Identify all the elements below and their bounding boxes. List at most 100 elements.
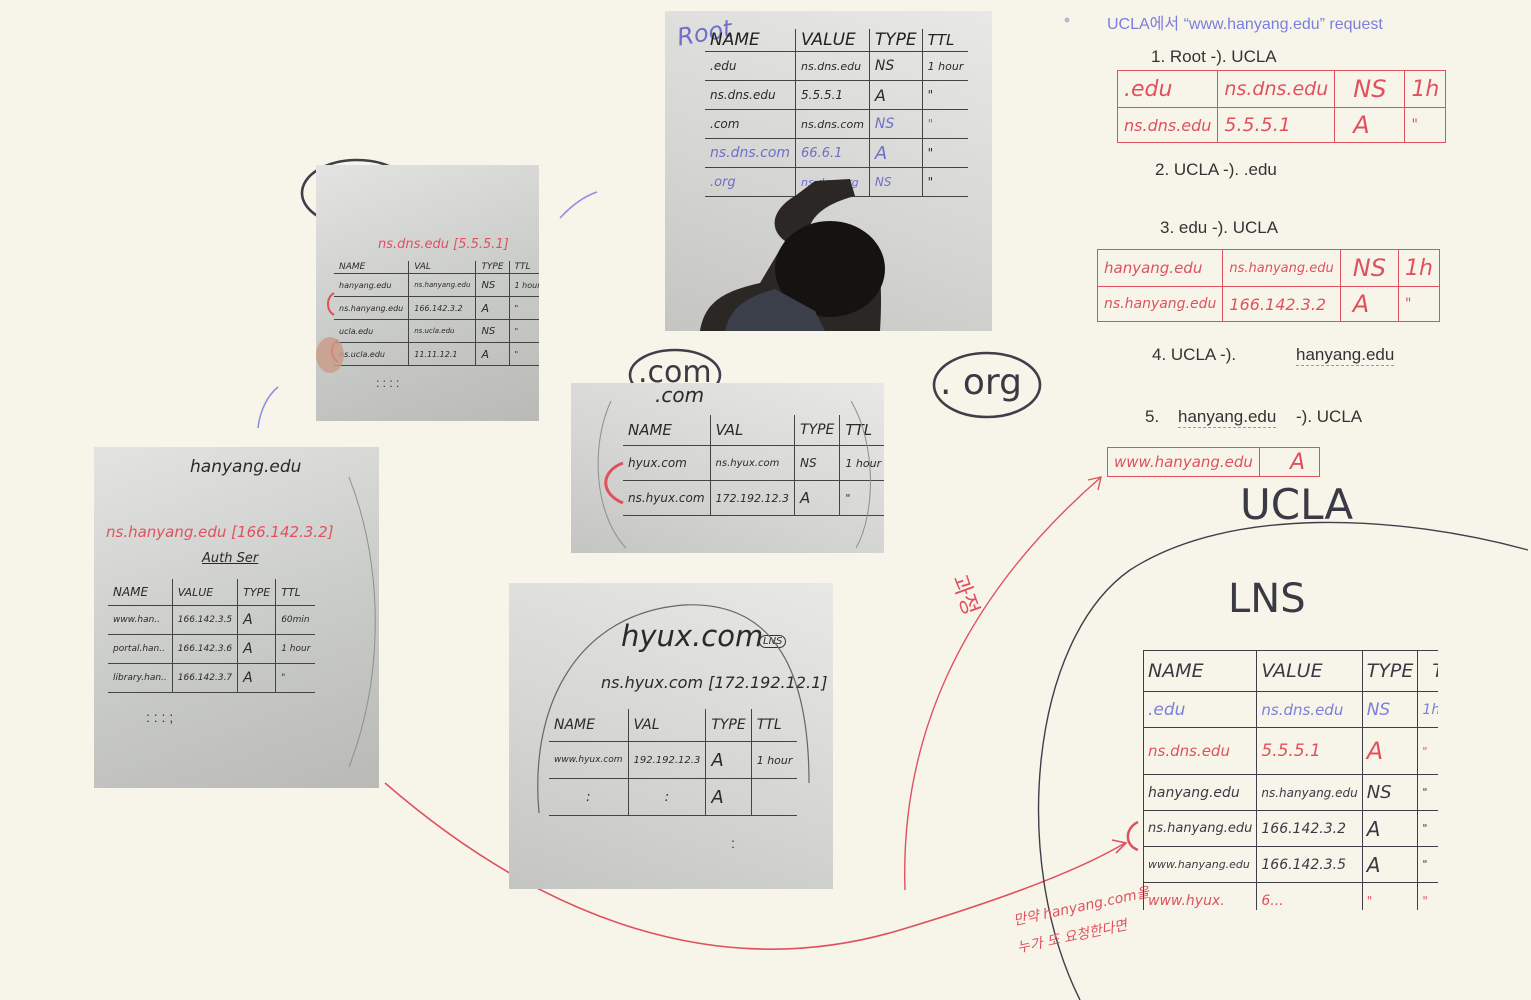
edu-cell: NS [475,273,510,297]
hr-cell: www.hanyang.edu [1107,447,1260,477]
com-header: TYPE [794,415,841,446]
root-cell: " [922,80,969,110]
lns-cell: " [1417,882,1438,910]
lns-cell: A [1361,727,1419,775]
step-4-prefix: 4. UCLA -). [1152,345,1237,364]
lns-table-wrapper: NAME VALUE TYPE TTL .edu ns.dns.edu NS 1… [1143,650,1438,910]
lns-table: NAME VALUE TYPE TTL .edu ns.dns.edu NS 1… [1143,650,1438,910]
hanyang-header: TYPE [237,579,277,606]
lns-cell: www.hanyang.edu [1143,846,1258,883]
hyux-server: ns.hyux.com [172.192.12.1] [601,673,828,692]
root-cell: NS [869,167,923,197]
lns-cell: NS [1361,691,1419,728]
com-cell: ns.hyux.com [623,480,711,516]
root-cell: A [869,80,923,110]
edu-cell: 11.11.12.1 [408,342,477,366]
root-cell: " [922,109,969,139]
hyux-header: VAL [628,709,707,742]
root-cell: 5.5.5.1 [795,80,870,110]
com-cell: 172.192.12.3 [710,480,796,516]
edu-header: TTL [509,261,539,274]
edu-cell: ns.hanyang.edu [334,296,410,320]
er-cell: 166.142.3.2 [1222,286,1341,322]
er-cell: ns.hanyang.edu [1222,249,1341,287]
com-cell: 1 hour [839,445,884,481]
com-header: NAME [623,415,711,446]
hanyang-cell: 166.142.3.6 [172,634,239,664]
lns-cell: 166.142.3.5 [1256,846,1363,883]
hanyang-response-table: www.hanyang.edu A [1107,447,1321,477]
lns-cell: ns.hanyang.edu [1256,774,1363,811]
er-cell: A [1339,286,1399,322]
hyux-header: TYPE [705,709,752,742]
edu-cell: ucla.edu [334,319,410,343]
hanyang-cell: A [237,663,277,693]
er-cell: NS [1339,249,1399,287]
hyux-cell: 1 hour [751,741,798,779]
red-bracket-lns [1126,820,1139,852]
com-cell: NS [794,445,841,481]
bullet-dot [1064,17,1070,23]
edu-header: VAL [408,261,477,274]
com-cell: " [839,480,884,516]
purple-tick-1 [559,191,598,219]
lns-cell: " [1417,846,1438,883]
lns-cell: hanyang.edu [1143,774,1258,811]
lns-cell: " [1417,810,1438,847]
hyux-whiteboard-photo: hyux.com LNS ns.hyux.com [172.192.12.1] … [509,583,833,889]
hyux-photo-marks: : [537,604,810,851]
root-cell: A [869,138,923,168]
er-cell: hanyang.edu [1096,249,1224,287]
lns-cell: A [1361,810,1419,847]
hyux-header: NAME [549,709,629,742]
edu-cell: " [509,342,539,366]
root-cell: " [922,167,969,197]
edu-cell: NS [475,319,510,343]
hyux-cell: A [705,741,752,779]
lns-cell: ns.dns.edu [1256,691,1363,728]
hyux-badge: LNS [759,635,787,648]
lns-header-name: NAME [1143,650,1258,692]
edu-cell: 1 hour [509,273,539,297]
er-cell: 1h [1397,249,1440,287]
root-cell: 1 hour [922,51,969,81]
hyux-cell: : [549,778,629,816]
root-cell: 66.6.1 [795,138,870,168]
com-cell: ns.hyux.com [710,445,796,481]
edu-cell: ns.ucla.edu [334,342,410,366]
lns-cell: 166.142.3.2 [1256,810,1363,847]
hanyang-cell: portal.han.. [108,634,173,664]
red-arrowhead [1111,839,1128,854]
lns-cell: 6... [1256,882,1363,910]
root-cell: ns.dns.edu [705,80,797,110]
root-header-value: VALUE [795,29,870,52]
hanyang-header: VALUE [172,579,239,606]
gwajeong-label: 과정 [945,572,984,619]
hanyang-header: TTL [275,579,316,606]
com-header: TTL [839,415,884,446]
edu-cell: ns.hanyang.edu [408,273,477,297]
lns-header-value: VALUE [1256,650,1363,692]
hanyang-cell: A [237,605,277,635]
root-cell: NS [869,51,923,81]
lns-cell: A [1361,846,1419,883]
step-5-num: 5. [1145,407,1160,426]
edu-whiteboard-photo: ns.dns.edu [5.5.5.1] NAME VAL TYPE TTL h… [316,165,539,421]
rr-cell: ns.dns.edu [1116,107,1219,143]
step-5-suffix: -). UCLA [1296,407,1363,426]
root-header-ttl: TTL [922,29,969,52]
rr-cell: A [1334,107,1406,143]
step-1: 1. Root -). UCLA [1151,47,1277,66]
hyux-cell: : [628,778,707,816]
hanyang-whiteboard-photo: hanyang.edu ns.hanyang.edu [166.142.3.2]… [94,447,379,788]
com-cell: A [794,480,841,516]
hanyang-header: NAME [108,579,173,606]
hanyang-cell: www.han.. [108,605,173,635]
com-whiteboard-photo: .com NAME VAL TYPE TTL hyux.com ns.hyux.… [571,383,884,553]
red-process-curve [904,477,1101,891]
root-cell: .org [705,167,797,197]
hanyang-photo-marks: : : : ; [146,476,376,768]
lns-cell: www.hyux. [1143,882,1258,910]
purple-tick-2 [257,386,279,429]
edu-server: ns.dns.edu [5.5.5.1] [378,237,509,252]
